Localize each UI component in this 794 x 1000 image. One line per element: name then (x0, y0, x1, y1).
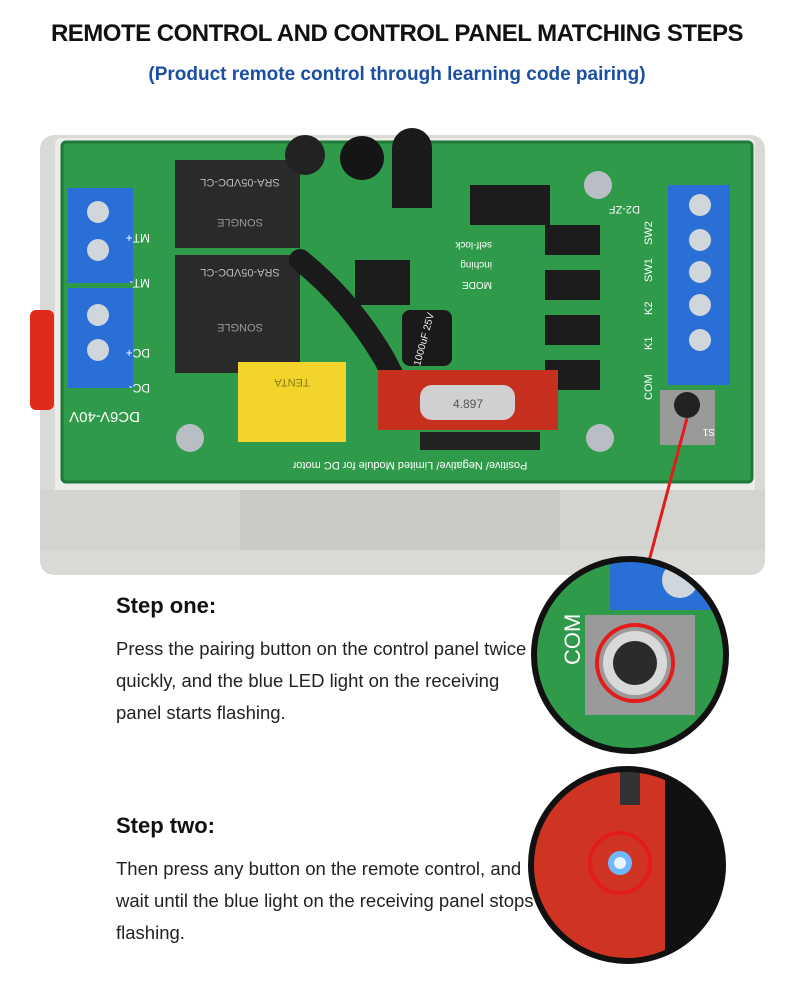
ic-chip (355, 260, 410, 305)
relay-1-brand: SONGLE (217, 216, 263, 228)
capacitor-black (340, 136, 384, 180)
capacitor-1000uf (402, 310, 452, 366)
highlight-ring (588, 831, 652, 895)
relay-2: SRA-05VDC-CL SONGLE (175, 255, 300, 373)
step-two-text: Then press any button on the remote cont… (116, 858, 534, 943)
terminal-label-dc-plus: DC+ (126, 346, 150, 360)
button-label-s1: S1 (702, 426, 715, 437)
terminal-label-dc-minus: DC- (129, 381, 150, 395)
relay-1: SRA-05VDC-CL SONGLE (175, 160, 300, 248)
page-subtitle: (Product remote control through learning… (148, 64, 646, 85)
control-panel-photo: SRA-05VDC-CL SONGLE SRA-05VDC-CL SONGLE … (30, 128, 765, 580)
ic-chip-u5 (470, 185, 550, 225)
highlight-ring (595, 623, 675, 703)
capacitor-small (285, 135, 325, 175)
yellow-capacitor (238, 362, 346, 442)
step-two: Step two: Then press any button on the r… (116, 813, 536, 949)
board-bottom-text: Positive/ Negative/ Limited Module for D… (292, 459, 527, 471)
zoom-circle-pairing-button: COM (531, 556, 729, 754)
terminal-label-k2: K2 (643, 302, 655, 315)
terminal-label-k1: K1 (643, 337, 655, 350)
svg-text:COM: COM (560, 614, 585, 665)
step-one-heading: Step one: (116, 593, 217, 618)
page-title: REMOTE CONTROL AND CONTROL PANEL MATCHIN… (50, 20, 744, 47)
terminal-label-mt-plus: MT+ (126, 231, 150, 245)
crystal (420, 385, 515, 420)
crystal-label: 4.897 (453, 397, 483, 411)
terminal-block-left-bottom (68, 288, 133, 388)
zoom-circle-blue-led (528, 766, 726, 964)
step-one-text: Press the pairing button on the control … (116, 638, 527, 723)
mode-label-self-lock: self-lock (454, 239, 492, 250)
button-cap (613, 641, 657, 685)
terminal-block-left-top (68, 188, 133, 283)
terminal-block-right (668, 185, 730, 385)
screw-icon (584, 171, 612, 199)
voltage-label: DC6V-40V (69, 408, 140, 425)
screw-icon (586, 424, 614, 452)
pin-header (420, 432, 540, 450)
pairing-button (660, 390, 715, 445)
terminal-label-mt-minus: MT- (129, 276, 150, 290)
mode-label-inching: inching (460, 259, 492, 270)
mode-label-mode: MODE (462, 279, 492, 290)
relay-2-label: SRA-05VDC-CL (200, 266, 279, 278)
yellow-cap-label: TENTA (274, 376, 310, 388)
terminal-label-d2-zf: D2-ZF (609, 203, 640, 215)
terminal-label-sw2: SW2 (643, 221, 655, 245)
svg-text:SONGLE: SONGLE (217, 321, 263, 333)
step-one: Step one: Press the pairing button on th… (116, 593, 536, 729)
relay-1-label: SRA-05VDC-CL (200, 176, 279, 188)
step-two-heading: Step two: (116, 813, 215, 838)
terminal-label-sw1: SW1 (643, 258, 655, 282)
red-clip (30, 310, 54, 410)
screw-icon (176, 424, 204, 452)
terminal-label-com: COM (643, 374, 655, 400)
